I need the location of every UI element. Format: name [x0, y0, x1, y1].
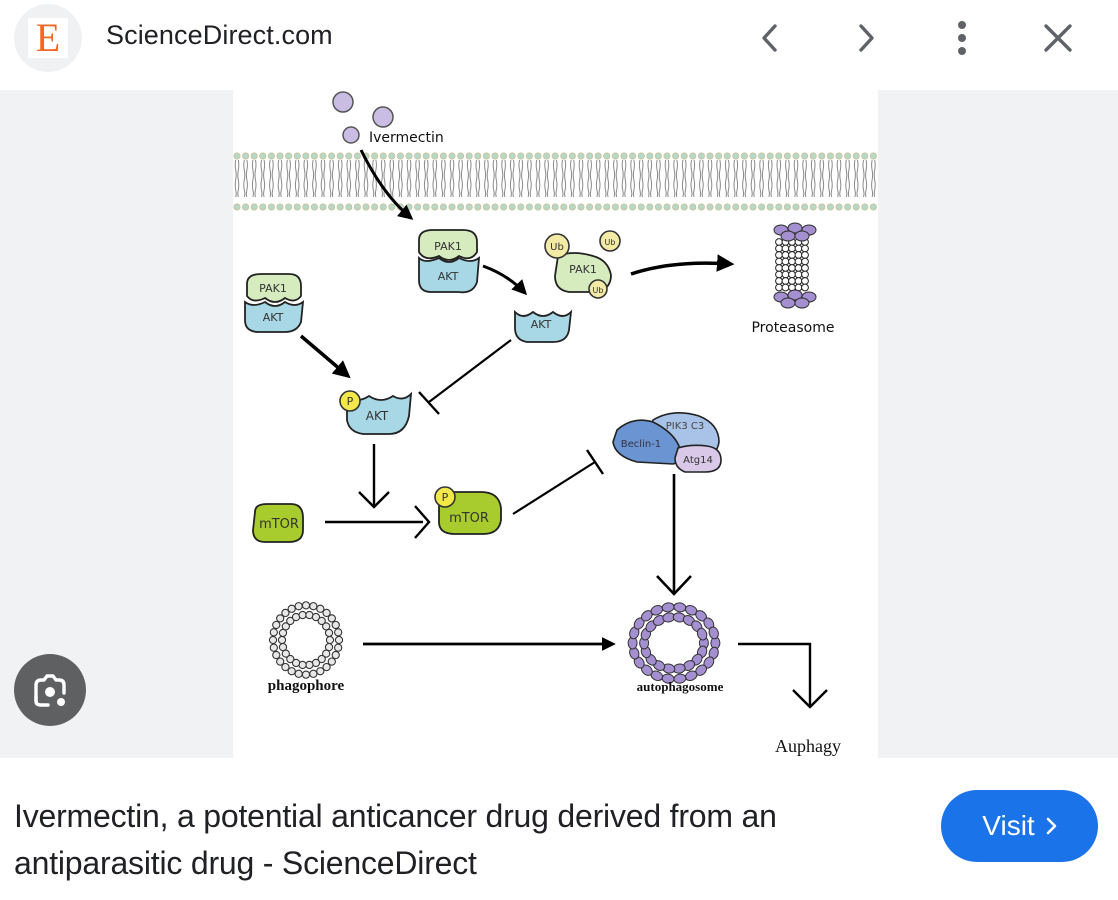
phospho-akt: AKT P	[339, 390, 413, 435]
phospho-mtor: mTOR P	[434, 486, 502, 535]
svg-text:PAK1: PAK1	[569, 263, 597, 276]
inhibition-akt	[418, 339, 512, 415]
svg-text:AKT: AKT	[366, 409, 389, 423]
svg-text:Beclin-1: Beclin-1	[621, 439, 661, 450]
svg-text:PIK3 C3: PIK3 C3	[666, 421, 704, 432]
cell-membrane	[233, 152, 877, 211]
site-logo: E	[14, 4, 82, 72]
svg-text:AKT: AKT	[531, 318, 552, 331]
svg-text:Atg14: Atg14	[683, 455, 713, 466]
pathway-diagram[interactable]: Ivermectin PAK1 AKT PAK1 Ub Ub	[233, 90, 878, 758]
svg-text:AKT: AKT	[438, 270, 459, 283]
back-button[interactable]	[748, 16, 792, 60]
pak1-akt-complex-left: PAK1 AKT	[244, 273, 305, 333]
ivermectin-molecules	[332, 91, 394, 144]
google-lens-button[interactable]	[14, 654, 86, 726]
ubiquitinated-pak1: PAK1 Ub Ub Ub	[544, 230, 621, 299]
chevron-left-icon	[762, 24, 777, 52]
ivermectin-label: Ivermectin	[369, 130, 444, 146]
dissociation-arrow	[482, 264, 528, 296]
visit-button[interactable]: Visit	[941, 790, 1098, 862]
elsevier-logo-icon: E	[28, 18, 68, 58]
svg-text:P: P	[442, 491, 449, 504]
chevron-right-icon	[1046, 817, 1056, 835]
free-akt: AKT	[514, 309, 573, 343]
more-options-button[interactable]	[940, 16, 984, 60]
visit-label: Visit	[982, 810, 1035, 841]
header-bar: E ScienceDirect.com	[0, 0, 1118, 90]
proteasome-icon	[773, 222, 817, 309]
close-button[interactable]	[1036, 16, 1080, 60]
forward-button[interactable]	[844, 16, 888, 60]
svg-text:P: P	[347, 395, 354, 408]
svg-text:PAK1: PAK1	[259, 282, 287, 295]
svg-text:Ub: Ub	[550, 242, 564, 253]
svg-text:mTOR: mTOR	[449, 511, 489, 526]
google-lens-icon	[34, 674, 66, 707]
ivermectin-arrow	[359, 149, 414, 220]
phosphorylation-arrow	[299, 334, 351, 379]
akt-to-mtor-arrow	[358, 444, 390, 509]
svg-text:mTOR: mTOR	[259, 517, 299, 532]
auphagy-label: Auphagy	[775, 736, 841, 756]
inhibition-mtor	[512, 449, 604, 515]
phagophore-label: phagophore	[268, 678, 345, 694]
site-name: ScienceDirect.com	[106, 20, 333, 50]
svg-text:PAK1: PAK1	[434, 240, 462, 253]
proteasome-label: Proteasome	[751, 320, 834, 336]
svg-text:Ub: Ub	[605, 238, 616, 247]
degradation-arrow	[630, 254, 735, 276]
autophagosome-label: autophagosome	[637, 679, 724, 694]
autophagosome-icon	[627, 602, 721, 684]
mtor-activation-arrow	[325, 505, 431, 539]
image-title[interactable]: Ivermectin, a potential anticancer drug …	[14, 798, 777, 881]
beclin-to-autophagosome-arrow	[656, 474, 692, 596]
more-vert-icon	[958, 21, 966, 55]
svg-text:AKT: AKT	[263, 311, 284, 324]
autophagy-arrow	[738, 642, 828, 709]
phagophore-icon	[268, 601, 344, 679]
mtor: mTOR	[252, 503, 304, 543]
chevron-right-icon	[859, 24, 874, 52]
svg-text:Ub: Ub	[593, 286, 604, 295]
beclin-pik3c3-atg14-complex: PIK3 C3 Beclin-1 Atg14	[612, 412, 722, 473]
pak1-akt-complex-top: PAK1 AKT	[418, 229, 481, 294]
close-icon	[1044, 24, 1072, 52]
image-viewer: Ivermectin PAK1 AKT PAK1 Ub Ub	[0, 90, 1118, 758]
